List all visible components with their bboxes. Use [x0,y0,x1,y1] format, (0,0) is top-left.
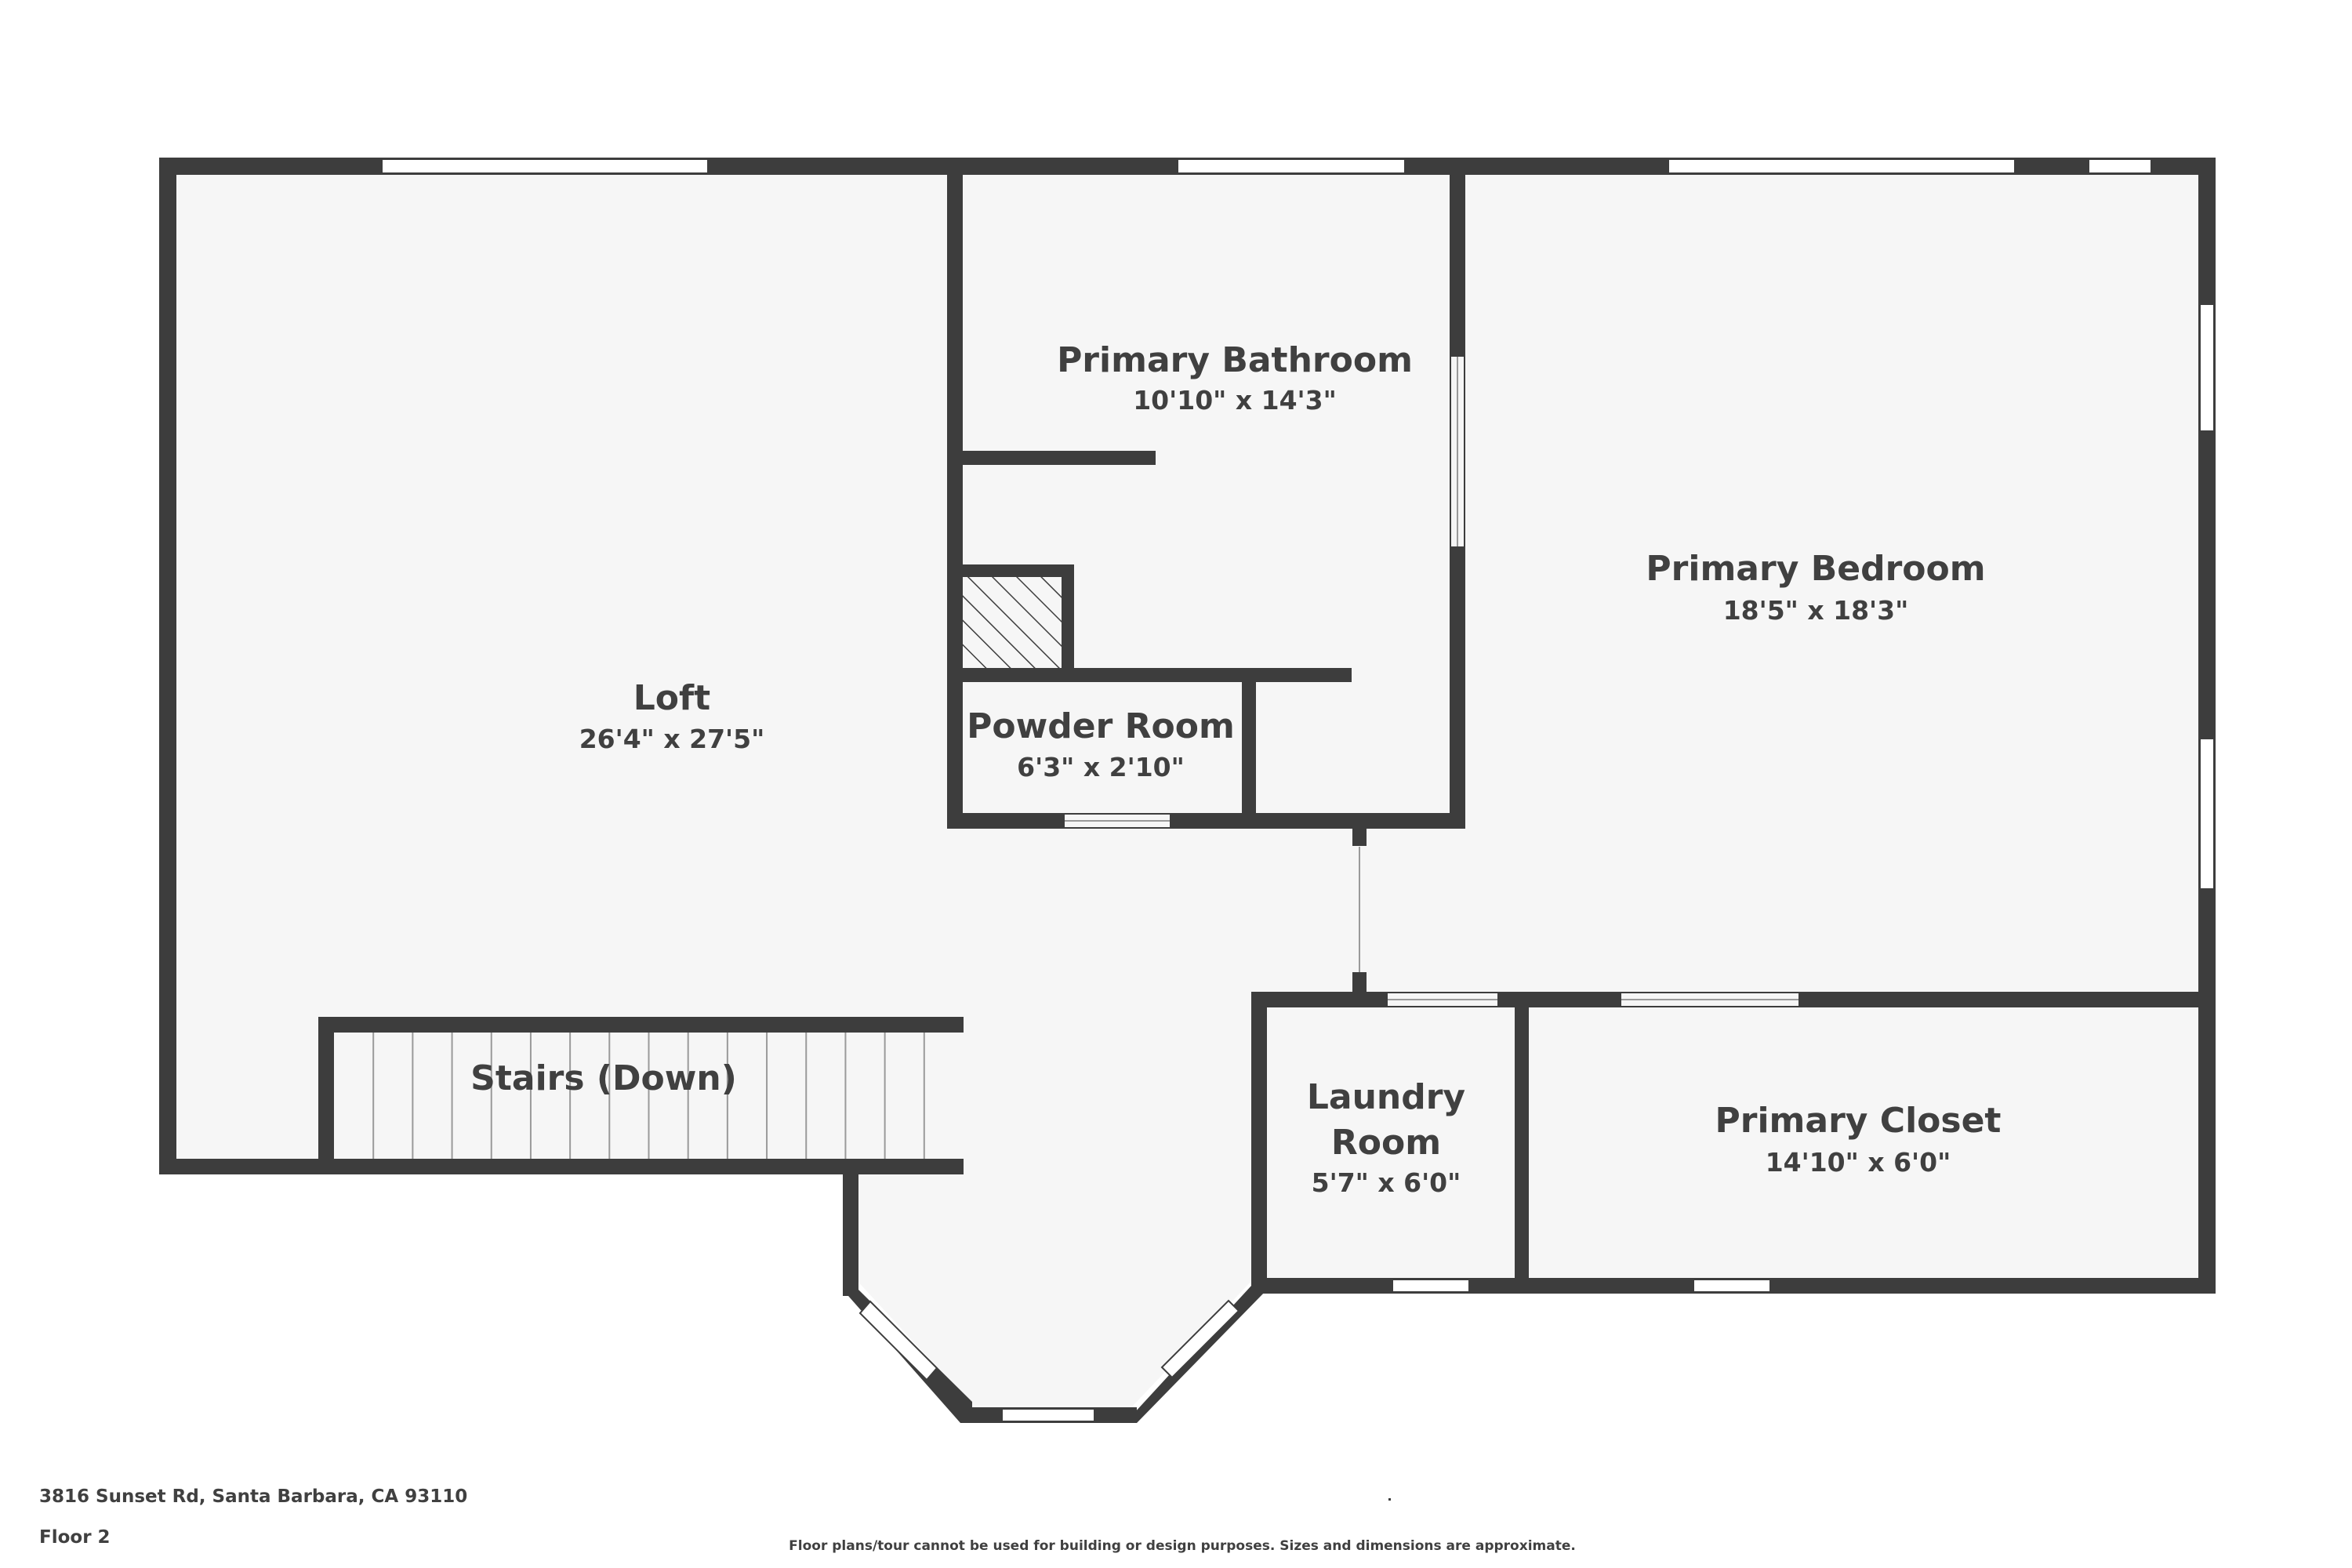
loft-dims: 26'4" x 27'5" [579,724,765,754]
primary-closet-dims: 14'10" x 6'0" [1766,1147,1951,1178]
primary-bathroom-dims: 10'10" x 14'3" [1133,385,1337,416]
stairs [372,1033,925,1159]
shaft-hatch [963,575,1062,673]
primary-bedroom-name: Primary Bedroom [1646,549,1985,589]
laundry-room-dims: 5'7" x 6'0" [1312,1167,1461,1198]
room-labels: Loft 26'4" x 27'5" Primary Bathroom 10'1… [470,340,2001,1198]
window [1693,1279,1771,1293]
stairs-label: Stairs (Down) [470,1058,737,1098]
loft-name: Loft [633,678,710,718]
primary-closet-name: Primary Closet [1715,1101,2002,1141]
primary-bathroom-name: Primary Bathroom [1057,340,1413,380]
window [2199,738,2215,890]
window [2199,303,2215,432]
powder-room-name: Powder Room [967,706,1235,746]
laundry-room-name-line1: Laundry [1307,1077,1465,1117]
window [2088,158,2152,174]
window [1177,158,1406,174]
window [1388,1498,1391,1501]
floor-area [168,167,2206,1406]
laundry-room-name-line2: Room [1331,1123,1441,1163]
window [1392,1279,1470,1293]
floor-label: Floor 2 [39,1527,111,1548]
powder-room-dims: 6'3" x 2'10" [1017,752,1185,782]
property-address: 3816 Sunset Rd, Santa Barbara, CA 93110 [39,1486,468,1507]
window [381,158,709,174]
windows [381,158,2215,1501]
window [1001,1408,1095,1422]
openings [858,357,1798,1381]
disclaimer: Floor plans/tour cannot be used for buil… [789,1538,1576,1554]
primary-bedroom-dims: 18'5" x 18'3" [1723,595,1909,626]
window [1668,158,2016,174]
